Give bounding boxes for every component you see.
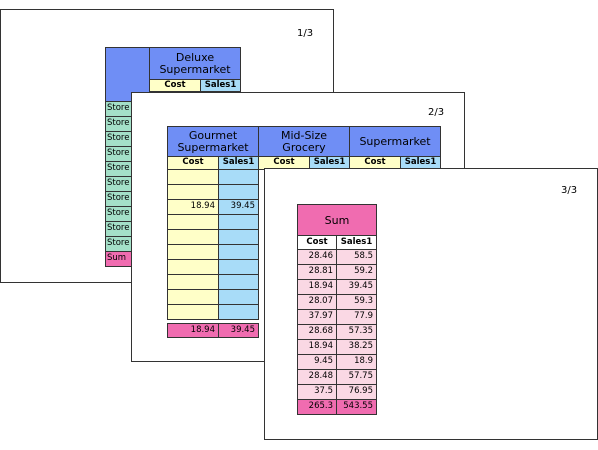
page-number: 2/3	[428, 107, 445, 118]
cost-cell: 18.94	[297, 279, 337, 295]
total-cost-cell: 265.3	[297, 399, 337, 415]
cost-cell: 9.45	[297, 354, 337, 370]
sales-cell	[218, 289, 259, 305]
subheader-sales: Sales1	[218, 156, 259, 170]
cost-cell: 28.81	[297, 264, 337, 280]
cost-cell: 28.68	[297, 324, 337, 340]
cost-cell: 28.46	[297, 249, 337, 265]
cost-cell: 28.07	[297, 294, 337, 310]
row-label-sum: Sum	[105, 251, 135, 267]
cost-cell: 28.48	[297, 369, 337, 385]
subheader-sales: Sales1	[336, 235, 377, 250]
cost-cell	[167, 259, 219, 275]
sales-cell	[218, 259, 259, 275]
cost-cell: 18.94	[297, 339, 337, 355]
cost-cell: 18.94	[167, 199, 219, 215]
cost-cell	[167, 169, 219, 185]
cost-cell	[167, 289, 219, 305]
cost-cell	[167, 184, 219, 200]
sales-cell: 59.2	[336, 264, 377, 280]
cost-cell	[167, 274, 219, 290]
sales-cell	[218, 274, 259, 290]
sales-cell: 18.9	[336, 354, 377, 370]
sales-cell	[218, 304, 259, 320]
column-header-gourmet-supermarket: Gourmet Supermarket	[167, 126, 259, 157]
sales-cell: 38.25	[336, 339, 377, 355]
column-header-supermarket: Supermarket	[349, 126, 441, 157]
sales-cell: 76.95	[336, 384, 377, 400]
column-header-deluxe-supermarket: Deluxe Supermarket	[149, 47, 241, 80]
sales-cell	[218, 229, 259, 245]
sales-cell: 39.45	[218, 199, 259, 215]
sales-cell	[218, 169, 259, 185]
page-number: 1/3	[297, 28, 314, 39]
column-header-mid-size-grocery: Mid-Size Grocery	[258, 126, 350, 157]
sales-cell: 57.35	[336, 324, 377, 340]
column-header-sum: Sum	[297, 204, 377, 236]
subheader-sales: Sales1	[200, 79, 241, 92]
subheader-cost: Cost	[297, 235, 337, 250]
cost-cell: 37.97	[297, 309, 337, 325]
cost-cell	[167, 214, 219, 230]
cost-cell	[167, 304, 219, 320]
sales-cell	[218, 214, 259, 230]
cost-cell	[167, 229, 219, 245]
cost-cell	[167, 244, 219, 260]
subheader-cost: Cost	[167, 156, 219, 170]
sum-cost-cell: 18.94	[167, 323, 219, 338]
sales-cell: 77.9	[336, 309, 377, 325]
sales-cell: 58.5	[336, 249, 377, 265]
cost-cell: 37.5	[297, 384, 337, 400]
sales-cell	[218, 184, 259, 200]
subheader-cost: Cost	[149, 79, 201, 92]
total-sales-cell: 543.55	[336, 399, 377, 415]
sales-cell	[218, 244, 259, 260]
sales-cell: 39.45	[336, 279, 377, 295]
sum-sales-cell: 39.45	[218, 323, 259, 338]
sales-cell: 59.3	[336, 294, 377, 310]
page-number: 3/3	[561, 185, 578, 196]
sales-cell: 57.75	[336, 369, 377, 385]
